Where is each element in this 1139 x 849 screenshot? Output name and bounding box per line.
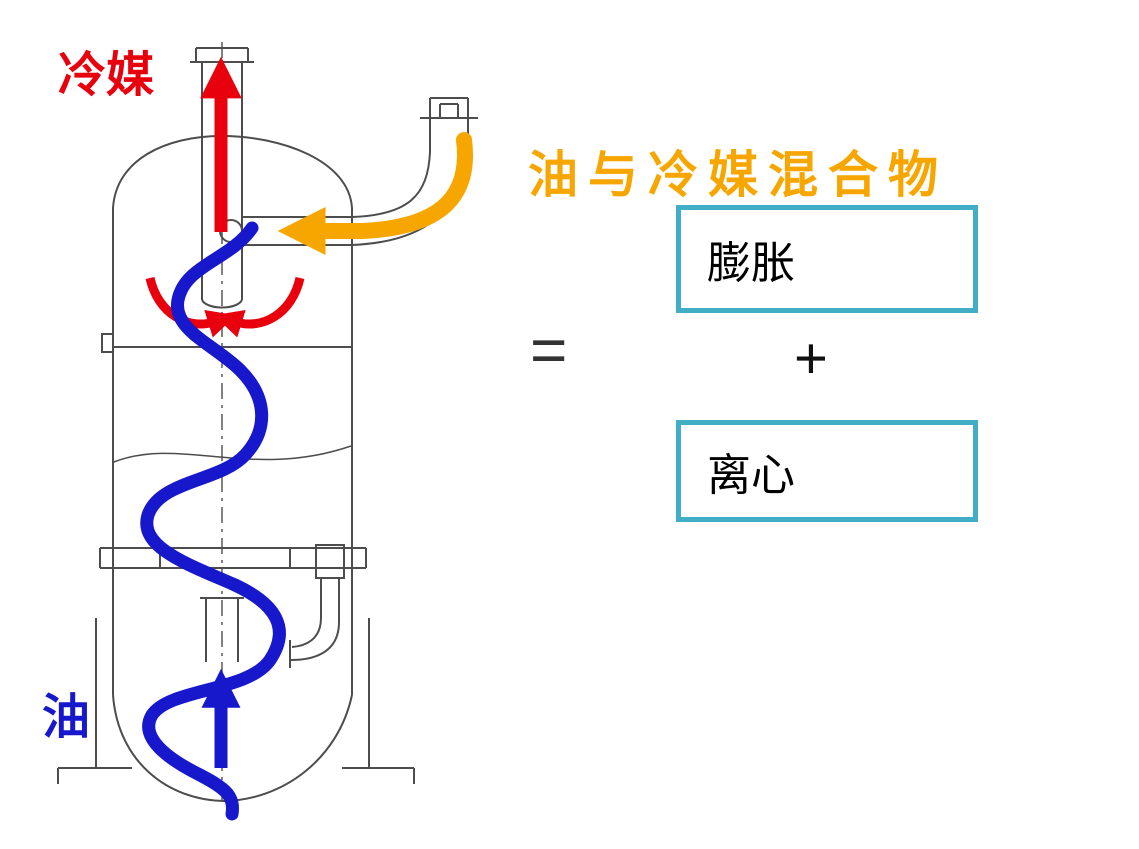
vessel-shell <box>112 208 353 695</box>
flange-band <box>99 547 367 569</box>
support-legs <box>57 618 415 784</box>
centrifugal-label: 离心 <box>707 451 795 500</box>
drain-pipe <box>289 578 340 668</box>
separator-vessel-art <box>57 42 478 803</box>
drain-fitting <box>315 544 345 579</box>
swirl-arrow-right <box>213 276 305 338</box>
liquid-level-line <box>113 445 352 463</box>
expansion-box: 膨胀 <box>676 205 978 313</box>
centrifugal-box: 离心 <box>676 420 978 522</box>
vessel-dome <box>112 134 353 209</box>
mixture-label: 油与冷媒混合物 <box>528 147 948 203</box>
oil-path-line <box>140 221 286 821</box>
inlet-flange <box>420 97 478 119</box>
refrigerant-label: 冷媒 <box>58 49 155 102</box>
bottom-inlet-stub <box>200 597 244 662</box>
expansion-label: 膨胀 <box>707 239 795 288</box>
side-nub <box>101 333 114 353</box>
vessel-bottom <box>112 694 353 803</box>
oil-label: 油 <box>42 691 91 744</box>
equals-sign: = <box>530 314 568 386</box>
plus-sign: + <box>794 326 828 391</box>
mixture-inlet-arrow <box>277 132 473 255</box>
